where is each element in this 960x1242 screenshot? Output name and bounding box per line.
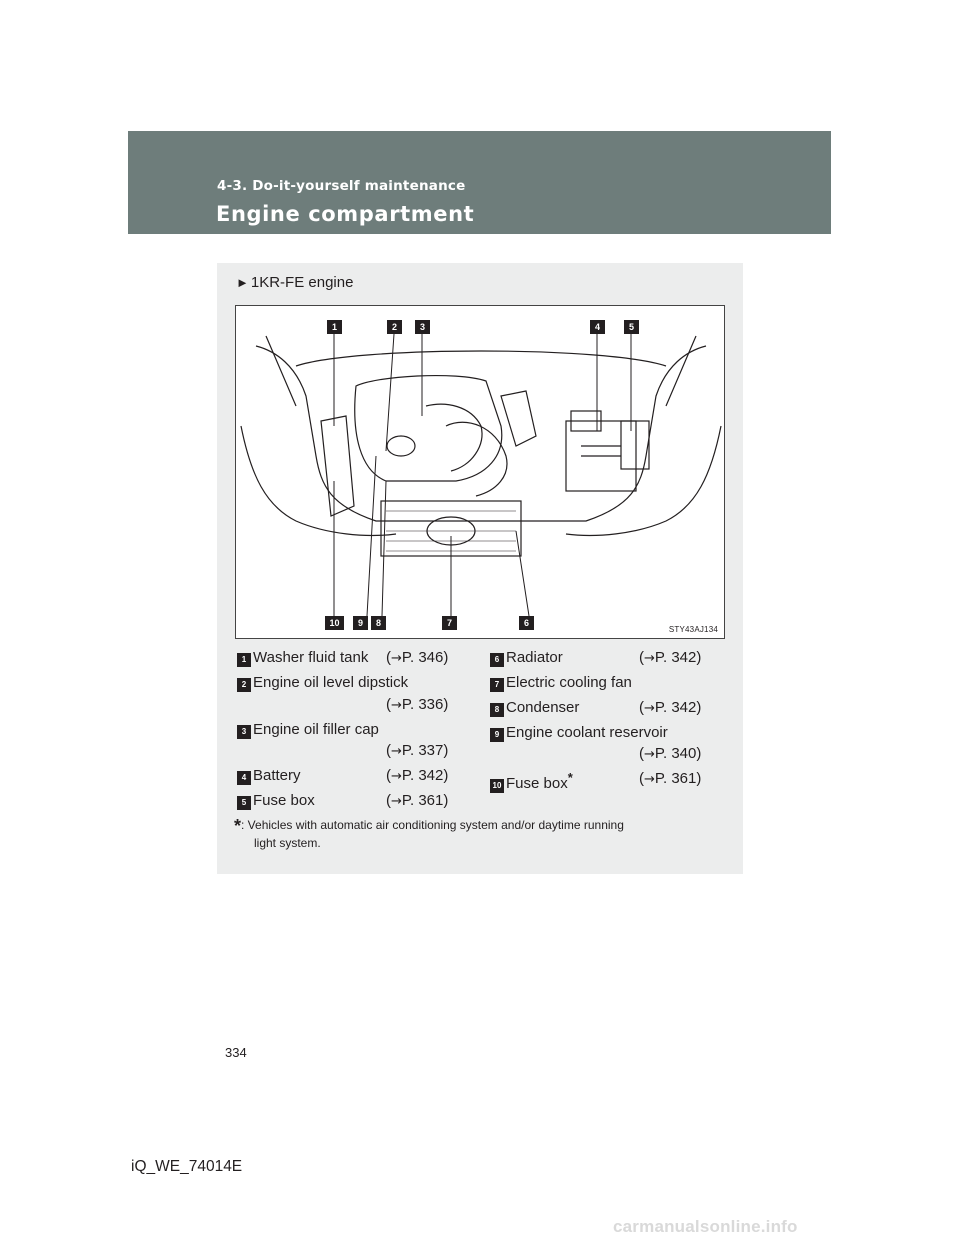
content-box: ►1KR-FE engine xyxy=(217,263,743,874)
callout-6: 6 xyxy=(519,616,534,630)
page-title: Engine compartment xyxy=(216,202,475,226)
legend-ref-9: (→P. 340) xyxy=(639,745,702,762)
arrow-icon: → xyxy=(644,701,655,716)
footnote-line-1: *: Vehicles with automatic air condition… xyxy=(234,816,624,836)
legend-label: Engine coolant reservoir xyxy=(506,724,668,741)
callout-8: 8 xyxy=(371,616,386,630)
arrow-icon: → xyxy=(644,772,655,787)
legend-label: Engine oil level dipstick xyxy=(253,674,409,691)
asterisk-mark: * xyxy=(567,770,573,785)
engine-compartment-illustration: 1 2 3 4 5 10 9 8 7 6 STY43AJ134 xyxy=(235,305,725,639)
legend-num-5: 5 xyxy=(237,796,251,810)
arrow-icon: → xyxy=(644,651,655,666)
arrow-icon: → xyxy=(391,794,402,809)
callout-7: 7 xyxy=(442,616,457,630)
legend-label: Fuse box xyxy=(253,792,315,809)
page-number: 334 xyxy=(225,1045,247,1060)
callout-3: 3 xyxy=(415,320,430,334)
legend-label: Engine oil filler cap xyxy=(253,721,379,738)
legend-num-6: 6 xyxy=(490,653,504,667)
legend-ref-1: (→P. 346) xyxy=(386,649,449,666)
callout-4: 4 xyxy=(590,320,605,334)
footnote-star: * xyxy=(234,816,242,836)
callout-5: 5 xyxy=(624,320,639,334)
arrow-icon: → xyxy=(644,747,655,762)
legend-ref-10: (→P. 361) xyxy=(639,770,702,787)
engine-heading-text: 1KR-FE engine xyxy=(250,274,354,291)
legend-ref-3: (→P. 337) xyxy=(386,742,449,759)
legend-num-3: 3 xyxy=(237,725,251,739)
legend-label: Radiator xyxy=(506,649,563,666)
legend-num-7: 7 xyxy=(490,678,504,692)
legend-label: Electric cooling fan xyxy=(506,674,632,691)
callout-10: 10 xyxy=(325,616,344,630)
legend-label: Condenser xyxy=(506,699,580,716)
legend-num-2: 2 xyxy=(237,678,251,692)
legend-ref-4: (→P. 342) xyxy=(386,767,449,784)
legend-label: Battery xyxy=(253,767,301,784)
legend-num-9: 9 xyxy=(490,728,504,742)
figure-code: STY43AJ134 xyxy=(668,625,718,634)
callout-9: 9 xyxy=(353,616,368,630)
watermark: carmanualsonline.info xyxy=(613,1217,798,1236)
callout-1: 1 xyxy=(327,320,342,334)
legend-ref-2: (→P. 336) xyxy=(386,696,449,713)
callout-2: 2 xyxy=(387,320,402,334)
legend-ref-8: (→P. 342) xyxy=(639,699,702,716)
legend-num-10: 10 xyxy=(490,779,504,793)
legend-num-4: 4 xyxy=(237,771,251,785)
footnote-line-2: light system. xyxy=(254,836,321,850)
section-label: 4-3. Do-it-yourself maintenance xyxy=(217,178,466,194)
legend-num-8: 8 xyxy=(490,703,504,717)
header-band: 4-3. Do-it-yourself maintenance Engine c… xyxy=(128,131,831,234)
arrow-icon: → xyxy=(391,769,402,784)
engine-drawing xyxy=(240,333,722,617)
triangle-bullet-icon: ► xyxy=(236,275,249,290)
legend-ref-6: (→P. 342) xyxy=(639,649,702,666)
arrow-icon: → xyxy=(391,651,402,666)
engine-heading: ►1KR-FE engine xyxy=(236,274,353,291)
document-code: iQ_WE_74014E xyxy=(131,1158,243,1175)
legend-label: Fuse box xyxy=(506,775,568,792)
footnote: *: Vehicles with automatic air condition… xyxy=(234,817,734,852)
arrow-icon: → xyxy=(391,744,402,759)
legend-label: Washer fluid tank xyxy=(253,649,369,666)
legend-num-1: 1 xyxy=(237,653,251,667)
legend-ref-5: (→P. 361) xyxy=(386,792,449,809)
arrow-icon: → xyxy=(391,698,402,713)
